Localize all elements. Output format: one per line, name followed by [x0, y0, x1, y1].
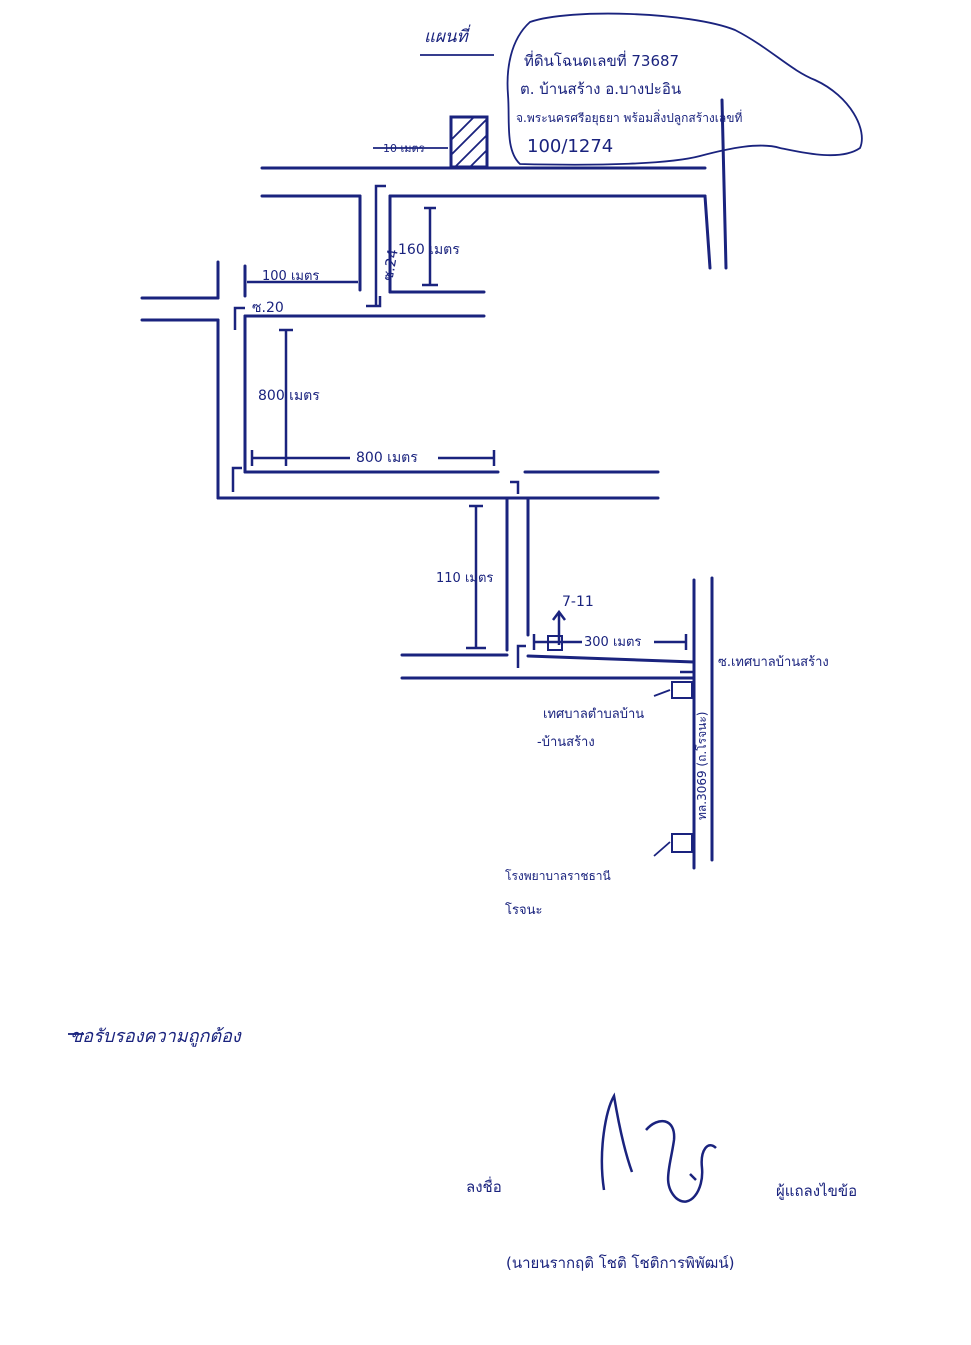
route-arrow-soi20 — [233, 306, 245, 330]
dim-160m-label: 160 เมตร — [398, 242, 460, 258]
soi-24-label: ซ.24 — [380, 248, 401, 282]
signature-scribble — [600, 1092, 717, 1203]
municipal-office-marker — [671, 681, 693, 699]
seven-eleven-label: 7-11 — [562, 594, 594, 610]
certification-statement: ขอรับรองความถูกต้อง — [70, 1026, 242, 1047]
route-arrow-west-corner — [231, 466, 242, 492]
land-note-line4: 100/1274 — [527, 136, 613, 157]
land-note-line3: จ.พระนครศรีอยุธยา พร้อมสิ่งปลูกสร้างเลขท… — [516, 109, 742, 126]
dim-800m-horizontal-label: 800 เมตร — [356, 450, 418, 466]
road-top-right-bend — [703, 194, 712, 270]
municipal-office-label-line2: -บ้านสร้าง — [537, 735, 595, 750]
soi-20-label: ซ.20 — [252, 300, 284, 316]
signer-name: (นายนรากฤติ โชติ โชติการพิพัฒน์) — [506, 1254, 734, 1272]
municipal-office-pointer — [653, 689, 671, 697]
dim-300m-label: 300 เมตร — [584, 635, 641, 650]
route-arrow-middle-right — [510, 480, 520, 494]
hospital-label-line2: โรจนะ — [505, 902, 542, 918]
highway-3069-label: ทล.3069 (ถ.โรจนะ) — [695, 712, 709, 820]
road-far-right — [720, 98, 728, 270]
dim-10m-label: 10 เมตร — [383, 142, 425, 155]
dim-100m-label: 100 เมตร — [262, 269, 319, 284]
land-note-line1: ที่ดินโฉนดเลขที่ 73687 — [524, 50, 679, 70]
municipal-office-label-line1: เทศบาลตำบลบ้าน — [543, 707, 644, 722]
dim-800m-vertical-label: 800 เมตร — [258, 388, 320, 404]
sign-role: ผู้แถลงไขข้อ — [776, 1182, 857, 1200]
route-arrow-south — [516, 644, 526, 668]
dim-110m-label: 110 เมตร — [436, 571, 493, 586]
municipal-soi-upper-edge-right — [526, 654, 696, 664]
seven-eleven-arrow-head — [552, 609, 566, 621]
route-arrow-soi24 — [374, 184, 386, 306]
hospital-marker — [671, 833, 693, 853]
hospital-pointer — [653, 841, 671, 857]
hospital-label-line1: โรงพยาบาลราชธานี — [505, 869, 611, 883]
land-note-line2: ต. บ้านสร้าง อ.บางปะอิน — [520, 80, 681, 98]
map-title: แผนที่ — [424, 24, 471, 47]
sign-prefix: ลงชื่อ — [466, 1176, 502, 1196]
soi-municipal-label: ซ.เทศบาลบ้านสร้าง — [718, 655, 829, 670]
route-arrow-soi24-turn — [366, 296, 382, 308]
house-marker — [449, 115, 489, 169]
land-note-cloud — [506, 12, 863, 166]
